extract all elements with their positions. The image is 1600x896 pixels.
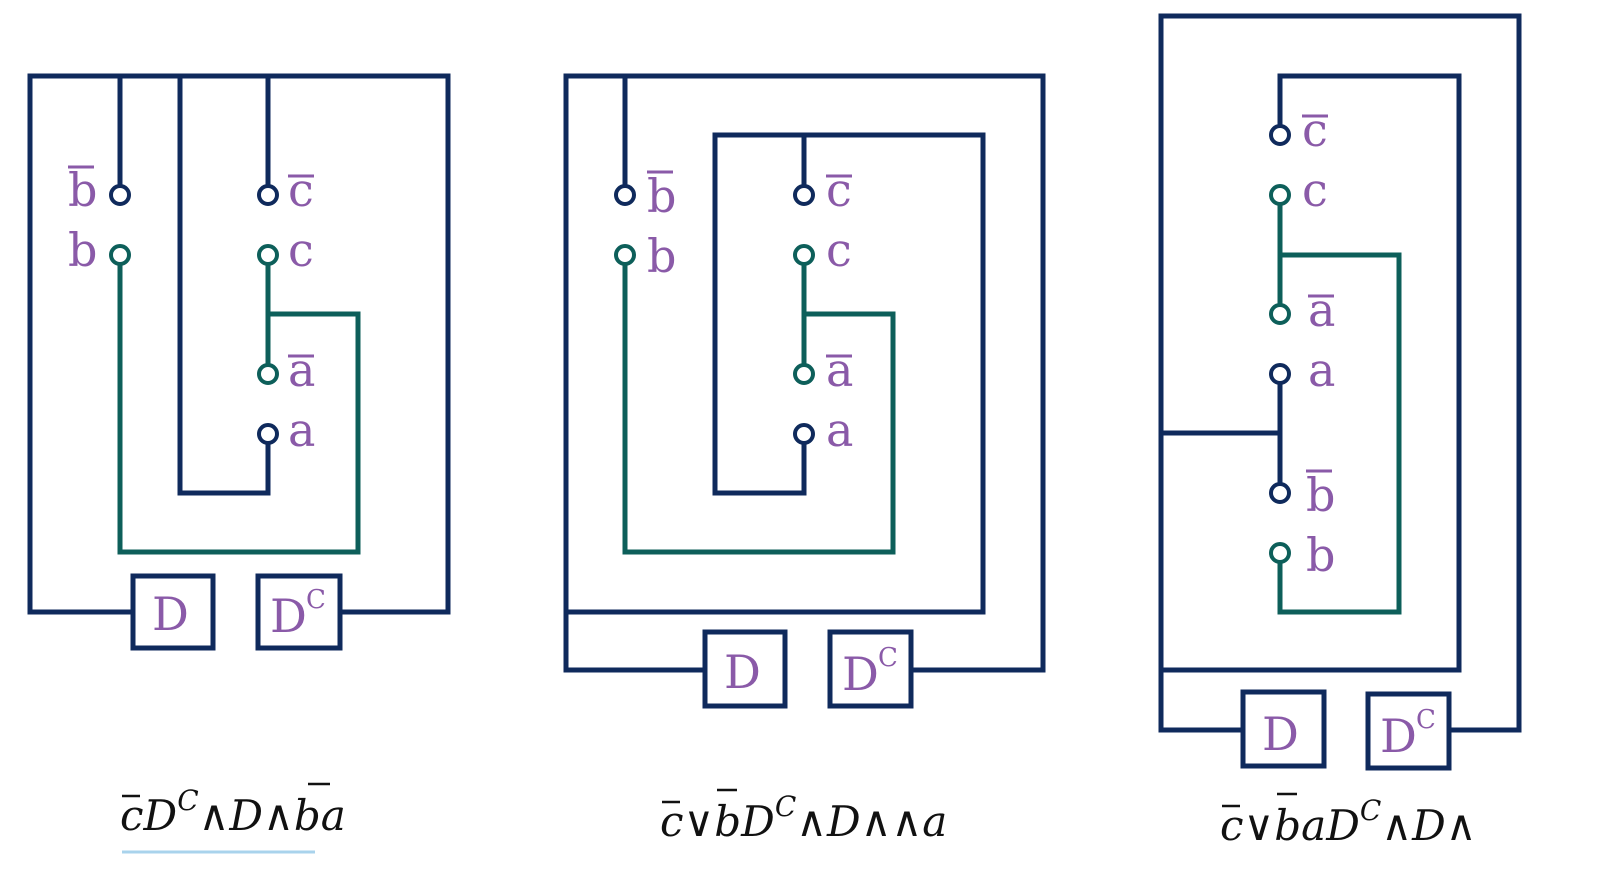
right-formula-sup: C xyxy=(1360,794,1381,827)
middle-formula: c∨bDC∧D∧∧a xyxy=(660,790,947,846)
left-formula-sup: C xyxy=(177,784,198,817)
middle-formula-d: D xyxy=(740,797,775,846)
right-label-abar: a xyxy=(1308,283,1335,337)
middle-terminal-c xyxy=(793,244,815,266)
left-label-bbar: b xyxy=(68,163,97,217)
left-box-d-label: D xyxy=(152,587,189,641)
left-formula-c: c xyxy=(120,791,144,840)
left-box-dc-label: D xyxy=(270,589,307,643)
middle-label-bbar: b xyxy=(647,169,676,223)
left-terminal-c xyxy=(257,244,279,266)
middle-formula-or: ∨ xyxy=(684,797,715,846)
left-formula-d: D xyxy=(143,791,178,840)
right-formula: c∨baDC∧D∧ xyxy=(1220,794,1476,850)
right-terminal-a xyxy=(1269,363,1291,385)
middle-formula-b: b xyxy=(714,797,741,846)
left-label-b: b xyxy=(68,223,97,277)
right-terminal-bbar xyxy=(1269,482,1291,504)
middle-terminal-b xyxy=(614,244,636,266)
middle-label-c: c xyxy=(826,223,852,277)
left-formula-b: b xyxy=(294,791,321,840)
right-label-c: c xyxy=(1302,163,1328,217)
right-box-dc-sup: C xyxy=(1416,705,1436,735)
middle-label-abar: a xyxy=(826,343,853,397)
left-label-abar: a xyxy=(288,343,315,397)
middle-box-dc-sup: C xyxy=(878,643,898,673)
diagram-middle: b b c c a a D D C c∨bDC∧D∧∧a xyxy=(563,73,1046,846)
left-terminal-b xyxy=(109,244,131,266)
diagram-left: b b c c a a D D C cDC∧D∧ba xyxy=(27,73,451,854)
right-box-d-label: D xyxy=(1262,707,1299,761)
middle-teal-loop-wire xyxy=(622,261,896,555)
right-terminal-b xyxy=(1269,542,1291,564)
middle-inner-rect-wire xyxy=(712,132,986,615)
right-label-a: a xyxy=(1308,343,1335,397)
left-terminal-a xyxy=(257,423,279,445)
right-outer-loop-wire xyxy=(1158,13,1522,733)
right-box-dc xyxy=(1365,691,1452,771)
left-formula-a: a xyxy=(321,791,346,840)
middle-box-dc-label: D xyxy=(842,647,879,701)
right-teal-loop-wire xyxy=(1277,252,1402,615)
left-box-d xyxy=(130,573,216,651)
left-box-dc xyxy=(255,573,343,651)
middle-terminal-a xyxy=(793,423,815,445)
right-box-d xyxy=(1240,689,1327,769)
right-box-dc-label: D xyxy=(1380,709,1417,763)
middle-box-d xyxy=(702,629,788,709)
middle-outer-loop-wire xyxy=(563,73,1046,673)
right-formula-c: c xyxy=(1220,801,1244,850)
left-box-dc-sup: C xyxy=(306,585,326,615)
right-terminal-c xyxy=(1269,184,1291,206)
left-label-a: a xyxy=(288,403,315,457)
right-label-cbar: c xyxy=(1302,103,1328,157)
left-label-c: c xyxy=(288,223,314,277)
left-formula-and: ∧D∧ xyxy=(199,791,294,840)
middle-label-cbar: c xyxy=(826,163,852,217)
right-formula-ad: aD xyxy=(1301,801,1360,850)
middle-formula-c: c xyxy=(660,797,684,846)
left-outer-loop-wire xyxy=(27,73,451,615)
right-formula-b: b xyxy=(1274,801,1301,850)
middle-terminal-abar xyxy=(793,363,815,385)
right-terminal-cbar xyxy=(1269,124,1291,146)
diagram-right: c c a a b b D D C c∨baDC∧D∧ xyxy=(1158,13,1522,850)
middle-terminal-cbar xyxy=(793,184,815,206)
left-terminal-abar xyxy=(257,363,279,385)
right-formula-rest: ∧D∧ xyxy=(1381,801,1476,850)
middle-formula-sup: C xyxy=(775,790,796,823)
right-label-b: b xyxy=(1306,528,1335,582)
middle-box-dc xyxy=(827,629,914,709)
right-formula-or: ∨ xyxy=(1244,801,1275,850)
left-terminal-cbar xyxy=(257,184,279,206)
middle-label-b: b xyxy=(647,229,676,283)
left-label-cbar: c xyxy=(288,163,314,217)
left-terminal-bbar xyxy=(109,184,131,206)
middle-label-a: a xyxy=(826,403,853,457)
middle-terminal-bbar xyxy=(614,184,636,206)
left-inner-u-wire xyxy=(177,73,271,496)
left-formula: cDC∧D∧ba xyxy=(120,784,346,840)
middle-box-d-label: D xyxy=(724,645,761,699)
right-inner-rect-wire xyxy=(1277,73,1462,673)
right-label-bbar: b xyxy=(1306,468,1335,522)
left-teal-loop-wire xyxy=(117,261,361,555)
right-terminal-abar xyxy=(1269,303,1291,325)
middle-formula-rest: ∧D∧∧a xyxy=(796,797,947,846)
